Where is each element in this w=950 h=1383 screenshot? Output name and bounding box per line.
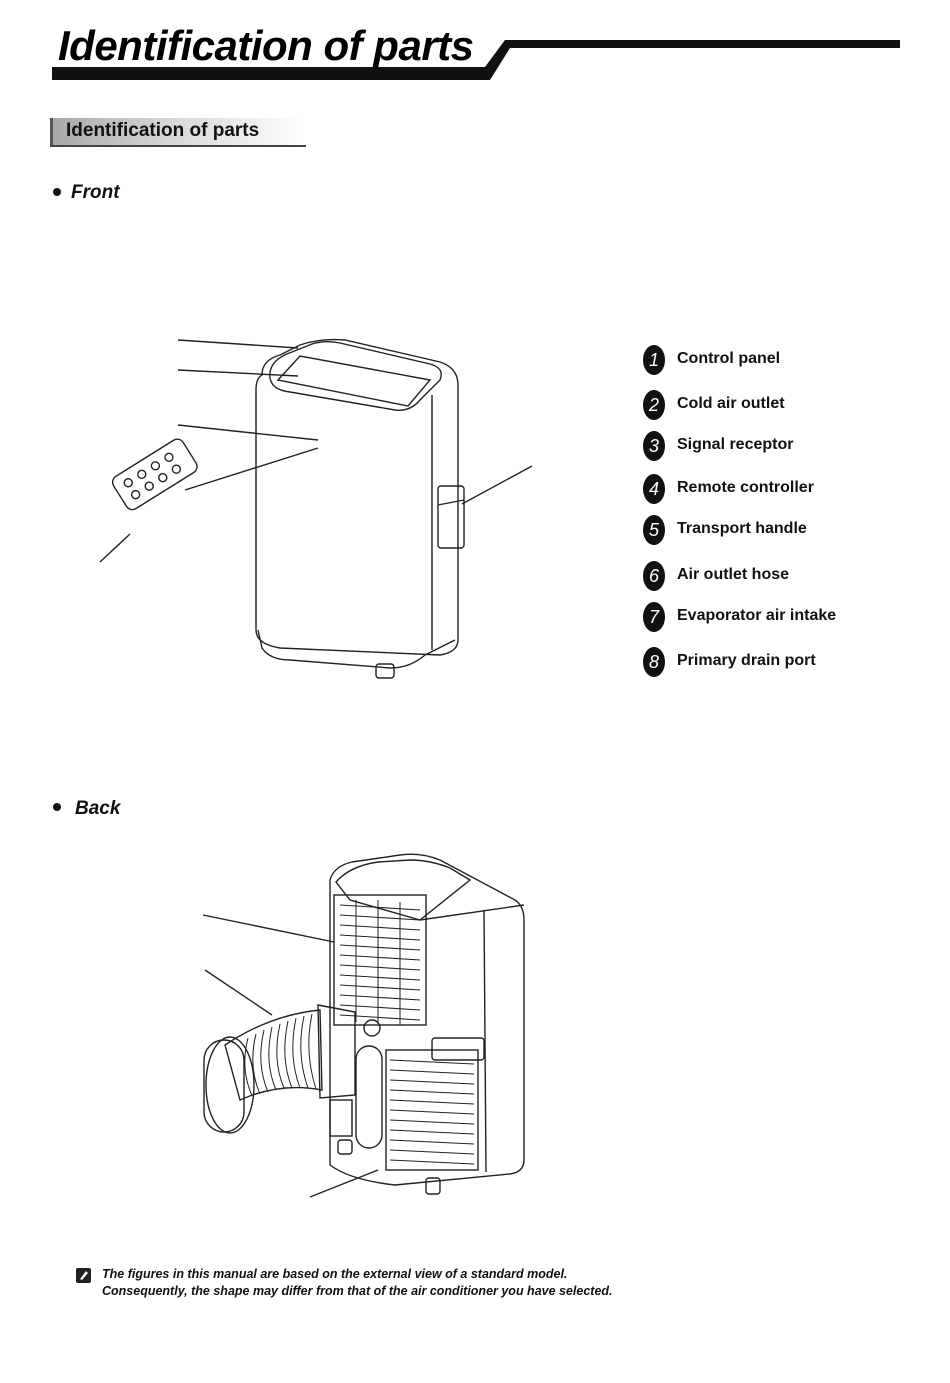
- header-rule: [52, 40, 900, 80]
- pencil-note-icon: [76, 1268, 91, 1283]
- page-title: Identification of parts: [58, 22, 474, 69]
- part-item: 4 Remote controller: [640, 474, 930, 504]
- part-number-badge: 2: [643, 390, 665, 420]
- part-item: 1 Control panel: [640, 345, 930, 375]
- note-line-2: Consequently, the shape may differ from …: [102, 1284, 613, 1298]
- section-title: Identification of parts: [66, 120, 260, 141]
- part-item: 7 Evaporator air intake: [640, 602, 930, 632]
- part-number-badge: 5: [643, 515, 665, 545]
- part-item: 2 Cold air outlet: [640, 390, 930, 420]
- part-number-badge: 3: [643, 431, 665, 461]
- part-item: 5 Transport handle: [640, 515, 930, 545]
- part-label: Transport handle: [677, 520, 807, 537]
- part-number-badge: 4: [643, 474, 665, 504]
- part-label: Signal receptor: [677, 436, 794, 453]
- part-item: 3 Signal receptor: [640, 431, 930, 461]
- part-item: 6 Air outlet hose: [640, 561, 930, 591]
- note-text: The figures in this manual are based on …: [102, 1266, 613, 1300]
- part-number-badge: 7: [643, 602, 665, 632]
- section-title-underline: [50, 145, 306, 147]
- part-label: Remote controller: [677, 479, 814, 496]
- part-item: 8 Primary drain port: [640, 647, 930, 677]
- back-heading: Back: [75, 798, 121, 819]
- part-label: Primary drain port: [677, 652, 816, 669]
- part-label: Cold air outlet: [677, 395, 785, 412]
- part-label: Evaporator air intake: [677, 607, 837, 624]
- part-label: Air outlet hose: [677, 566, 790, 583]
- note-line-1: The figures in this manual are based on …: [102, 1267, 568, 1281]
- front-heading: Front: [71, 182, 120, 203]
- part-number-badge: 6: [643, 561, 665, 591]
- section-title-box: [50, 118, 306, 146]
- bullet-dot-icon: [53, 188, 61, 196]
- part-label: Control panel: [677, 350, 781, 367]
- part-number-badge: 8: [643, 647, 665, 677]
- bullet-dot-icon: [53, 803, 61, 811]
- part-number-badge: 1: [643, 345, 665, 375]
